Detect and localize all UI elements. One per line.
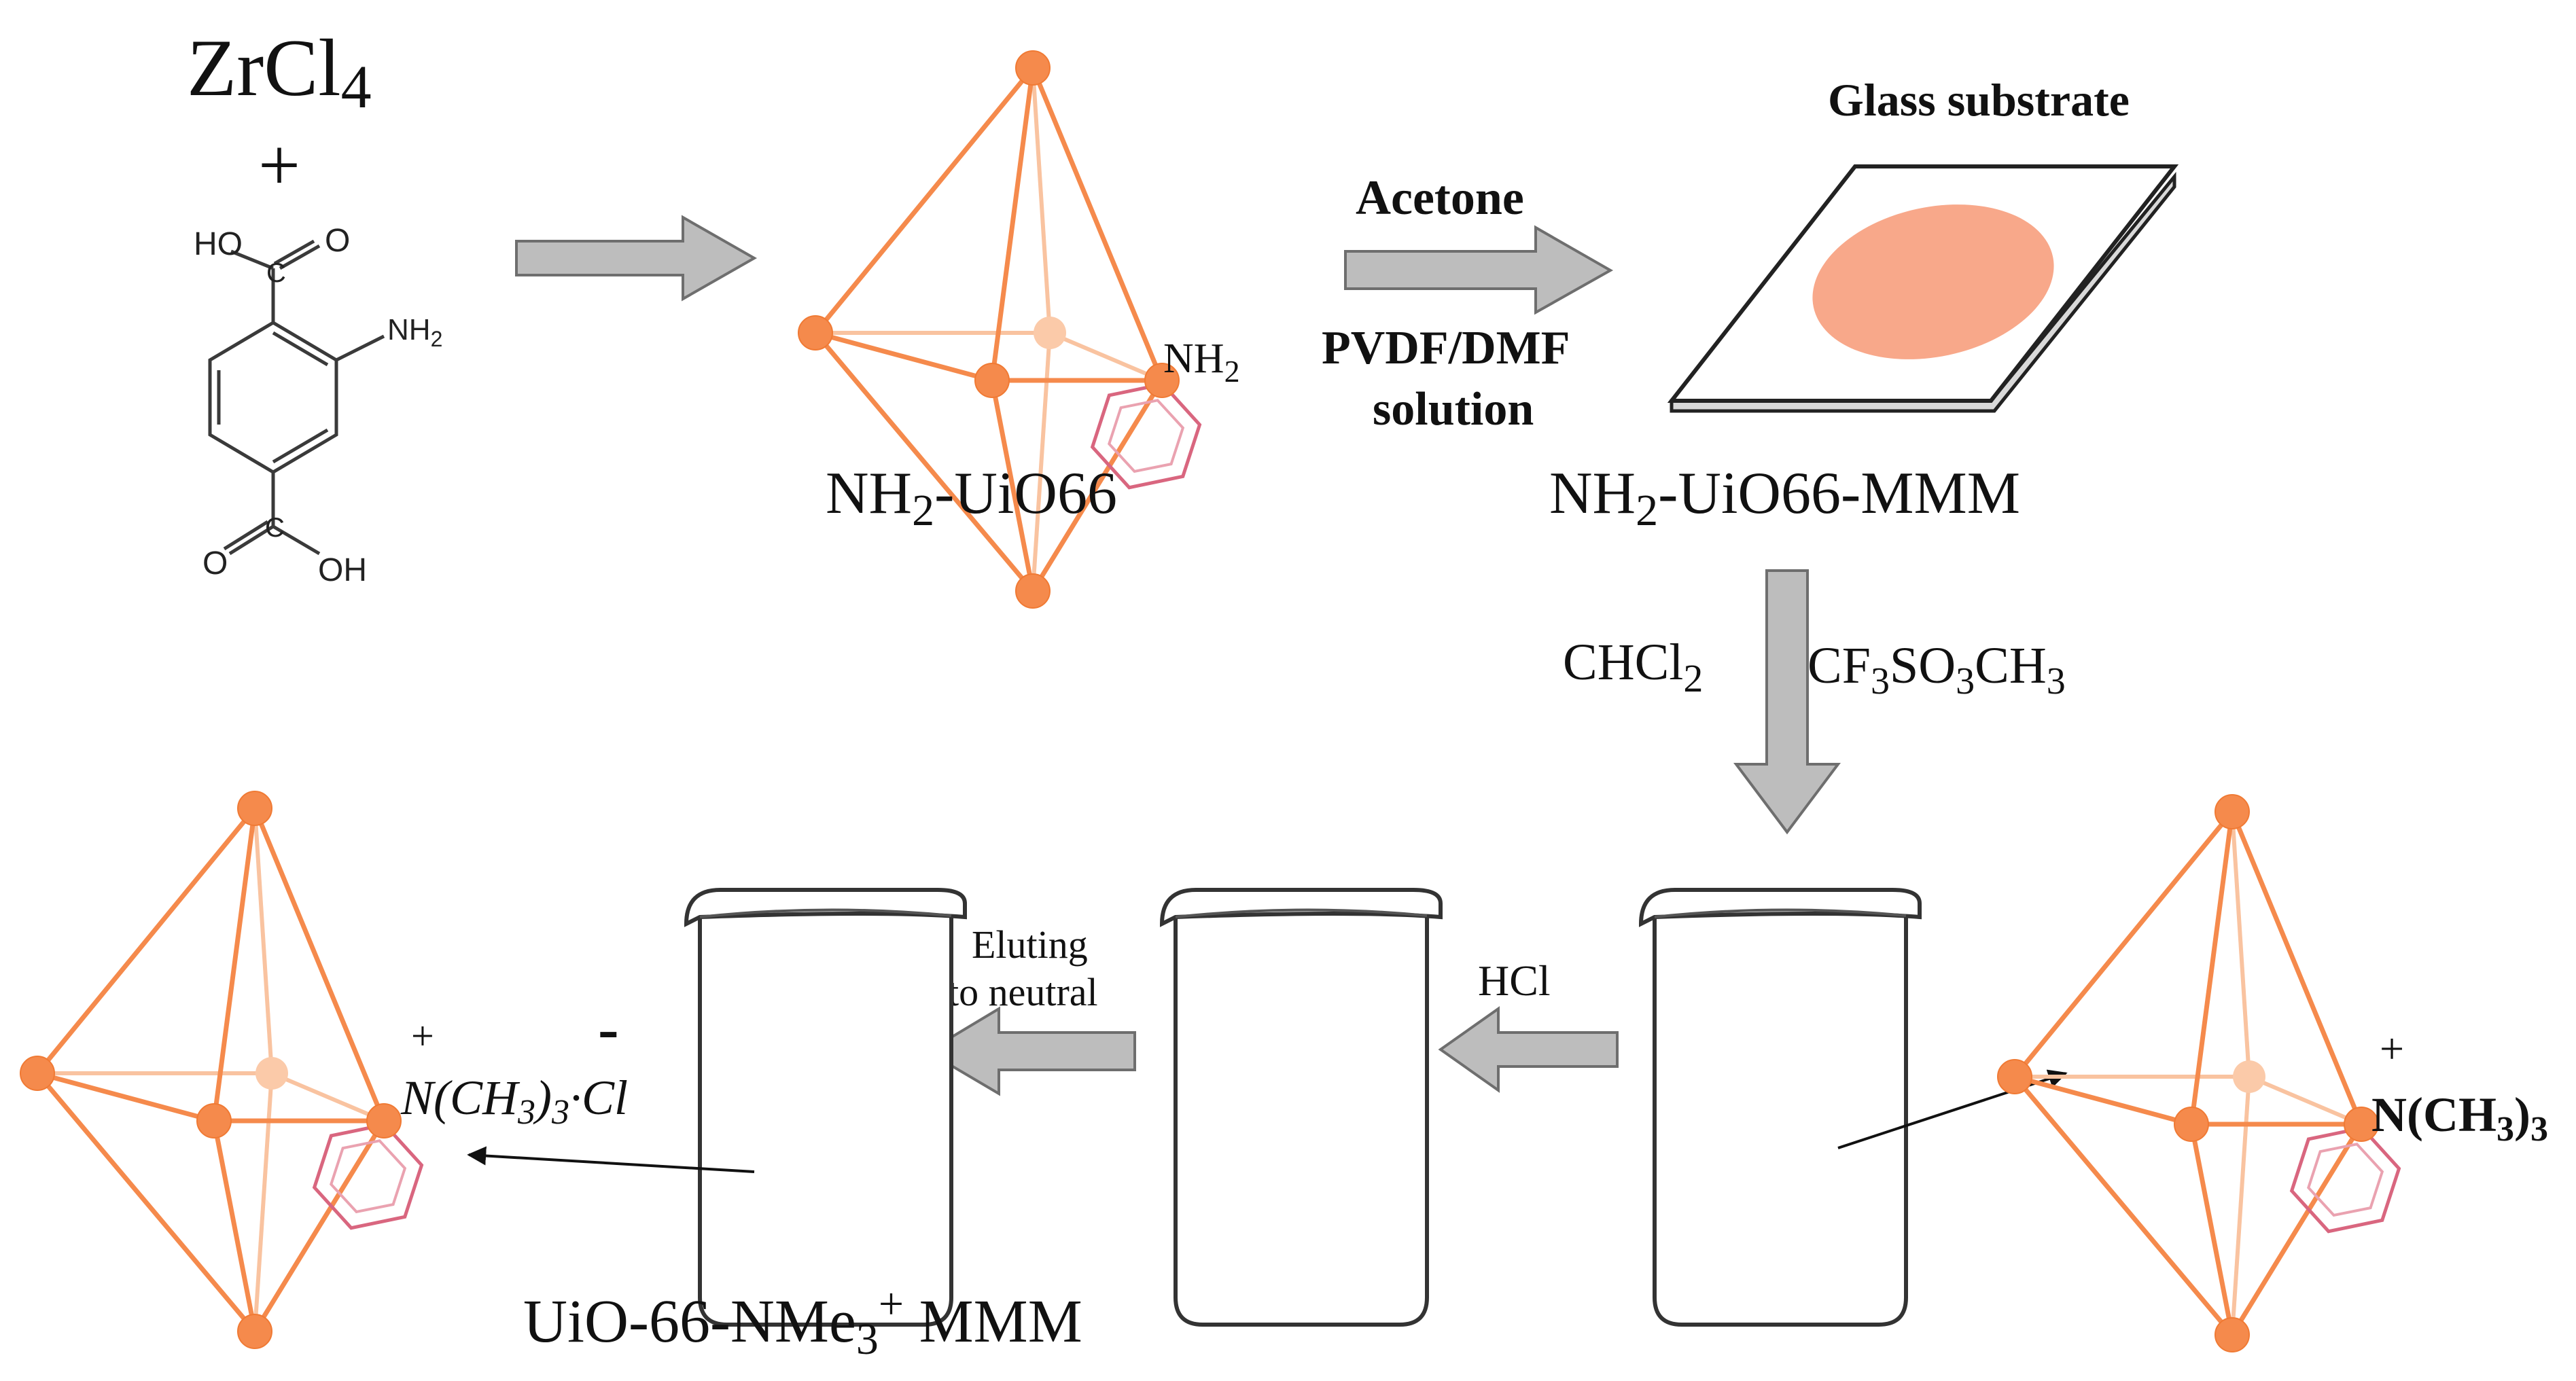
nh2-uio66-mmm-label: NH2-UiO66-MMM: [1549, 461, 2020, 535]
arrow-casting: [1344, 225, 1614, 315]
pvdf-dmf-label: PVDF/DMF: [1322, 322, 1570, 374]
arrow-methylation: [1733, 569, 1841, 835]
final-plus-charge: +: [411, 1014, 434, 1058]
acid-c-bottom-label: C: [265, 513, 285, 543]
beaker-acid-treatment: [1162, 890, 1441, 1325]
glass-substrate-label: Glass substrate: [1828, 74, 2130, 126]
to-neutral-label: to neutral: [948, 970, 1098, 1014]
methylated-group-label: N(CH3)3: [2371, 1088, 2548, 1149]
acid-ho-label: HO: [194, 226, 243, 262]
pointer-to-final-mof: [467, 1146, 755, 1173]
nh2-uio66-label: NH2-UiO66: [826, 461, 1117, 535]
methylated-mof-octahedron-icon: [1998, 795, 2407, 1352]
arrow-eluting: [925, 1006, 1136, 1096]
beaker-eluting: [686, 890, 965, 1325]
acid-o-top-label: O: [325, 223, 350, 259]
acid-oh-label: OH: [318, 552, 367, 588]
methyl-triflate-label: CF3SO3CH3: [1807, 637, 2066, 702]
acid-c-top-label: C: [266, 258, 286, 288]
arrow-hcl: [1438, 1006, 1619, 1093]
methylated-charge-label: +: [2380, 1024, 2404, 1073]
final-group-label: N(CH3)3·Cl: [400, 1071, 628, 1132]
arrow-synthesis: [515, 215, 758, 302]
solution-label: solution: [1373, 383, 1534, 435]
acid-nh2-label: NH2: [387, 313, 442, 351]
membrane-film: [1812, 204, 2054, 359]
final-mof-octahedron-icon: [20, 791, 430, 1348]
glass-substrate-plate: [1667, 164, 2179, 413]
hcl-label: HCl: [1478, 956, 1551, 1005]
chcl2-label: CHCl2: [1563, 634, 1703, 700]
acid-o-bottom-label: O: [202, 545, 228, 581]
final-product-label: UiO-66-NMe3+ MMM: [523, 1279, 1082, 1364]
acetone-label: Acetone: [1356, 171, 1524, 225]
plus-sign: +: [258, 124, 300, 207]
nh2-uio66-amine-label: NH2: [1163, 336, 1240, 389]
aminoterephthalic-acid-structure: HO O C NH2 C O OH: [194, 223, 442, 588]
zrcl4-label: ZrCl4: [187, 22, 372, 121]
final-minus-charge: -: [598, 994, 619, 1063]
beaker-methylation: [1641, 890, 1920, 1325]
eluting-label: Eluting: [972, 922, 1088, 967]
